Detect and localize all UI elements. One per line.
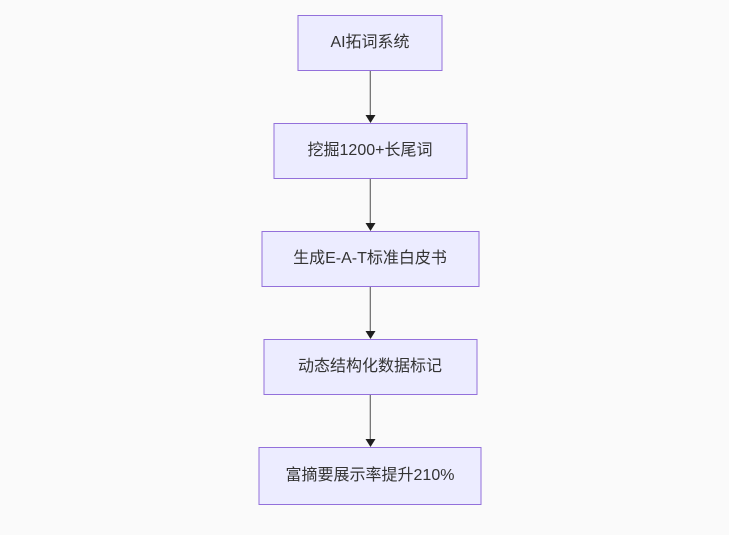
flow-node-rich-snippet-result: 富摘要展示率提升210% [258, 447, 482, 505]
flowchart: AI拓词系统 挖掘1200+长尾词 生成E-A-T标准白皮书 动态结构化数据标记… [258, 15, 482, 505]
arrowhead-down-icon [365, 439, 375, 447]
arrow-line [369, 71, 371, 116]
flow-arrow-down-3 [364, 287, 376, 339]
flow-node-label: 生成E-A-T标准白皮书 [293, 250, 447, 267]
arrow-line [369, 287, 371, 332]
flow-arrow-down-4 [364, 395, 376, 447]
arrowhead-down-icon [365, 115, 375, 123]
flow-arrow-down-1 [364, 71, 376, 123]
flow-arrow-down-2 [364, 179, 376, 231]
arrowhead-down-icon [365, 223, 375, 231]
flow-node-eat-whitepaper: 生成E-A-T标准白皮书 [261, 231, 479, 287]
arrow-line [369, 179, 371, 224]
flow-node-longtail-mining: 挖掘1200+长尾词 [273, 123, 467, 179]
flow-node-structured-data: 动态结构化数据标记 [263, 339, 477, 395]
arrowhead-down-icon [365, 331, 375, 339]
flow-node-label: 动态结构化数据标记 [297, 358, 442, 375]
flow-node-label: 挖掘1200+长尾词 [307, 142, 433, 159]
flow-node-ai-word-expansion: AI拓词系统 [297, 15, 443, 71]
flow-node-label: 富摘要展示率提升210% [285, 467, 455, 484]
arrow-line [369, 395, 371, 440]
flow-node-label: AI拓词系统 [330, 34, 410, 51]
